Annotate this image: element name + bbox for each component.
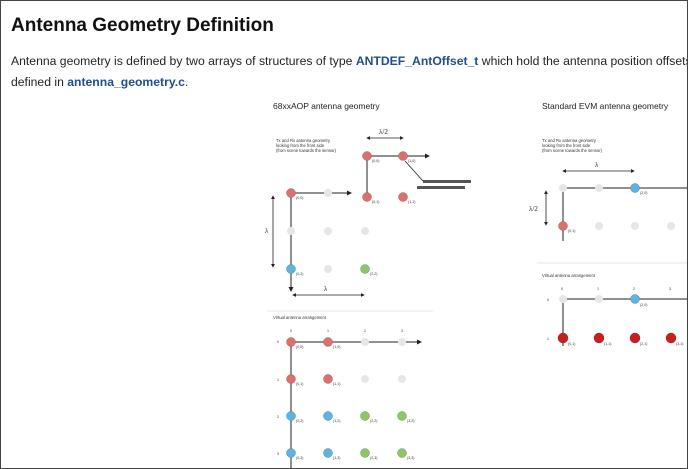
svg-text:(0,2): (0,2) xyxy=(296,419,303,423)
lambda-label: λ xyxy=(324,285,328,293)
chip-graphic xyxy=(423,180,471,183)
svg-text:(1,1): (1,1) xyxy=(408,200,415,204)
rx-antenna: (0,1) xyxy=(362,192,379,204)
virtual-arrangement-title: Virtual antenna arrangement xyxy=(542,273,596,278)
virtual-antenna: (0,3) xyxy=(286,448,303,460)
col-index: 3 xyxy=(669,287,671,291)
paragraph-text: . xyxy=(184,75,189,89)
virtual-antenna: (1,1) xyxy=(323,374,340,386)
virtual-antenna: (2,1) xyxy=(629,332,647,346)
virtual-antenna: (1,1) xyxy=(593,332,611,346)
virtual-antenna: (1,3) xyxy=(323,448,340,460)
svg-text:(2,2): (2,2) xyxy=(370,272,377,276)
row-index: 1 xyxy=(277,378,279,382)
virtual-antenna: (1,2) xyxy=(323,411,340,423)
virtual-antenna: (0,0) xyxy=(286,337,303,349)
caption-line: Tx and Rx antenna geometry xyxy=(542,138,597,143)
svg-text:(1,3): (1,3) xyxy=(333,456,340,460)
rx-antenna: (1,0) xyxy=(398,151,415,163)
rx-antenna: (1,1) xyxy=(398,192,415,204)
virtual-antenna: (0,1) xyxy=(557,332,575,346)
lambda-half-label: λ/2 xyxy=(529,205,538,213)
lambda-label: λ xyxy=(595,161,599,169)
svg-text:(1,0): (1,0) xyxy=(408,159,415,163)
row-index: 0 xyxy=(277,340,279,344)
col-index: 2 xyxy=(633,287,635,291)
caption-line: (from scene towards the sensor) xyxy=(276,148,337,153)
svg-text:(1,0): (1,0) xyxy=(333,345,340,349)
virtual-antenna: (3,3) xyxy=(397,448,414,460)
svg-text:(2,2): (2,2) xyxy=(370,419,377,423)
figure-68xx-aop: 68xxAOP antenna geometry Tx and Rx anten… xyxy=(265,101,471,468)
tx-antenna: (2,2) xyxy=(360,264,377,276)
svg-text:(2,1): (2,1) xyxy=(640,342,647,346)
row-index: 0 xyxy=(547,298,549,302)
intro-paragraph: Antenna geometry is defined by two array… xyxy=(11,51,687,93)
caption-line: looking from the front side xyxy=(542,143,591,148)
virtual-arrangement-title: Virtual antenna arrangement xyxy=(273,315,327,320)
svg-text:(2,3): (2,3) xyxy=(370,456,377,460)
col-index: 0 xyxy=(290,329,292,333)
source-file-code: antenna_geometry.c xyxy=(67,75,185,89)
struct-type-code: ANTDEF_AntOffset_t xyxy=(355,54,479,68)
svg-text:(0,1): (0,1) xyxy=(372,200,379,204)
virtual-antenna: (2,0) xyxy=(630,294,647,307)
paragraph-text: defined in xyxy=(11,75,68,89)
svg-text:(0,1): (0,1) xyxy=(568,342,575,346)
svg-text:(1,1): (1,1) xyxy=(604,342,611,346)
figure-title-right: Standard EVM antenna geometry xyxy=(542,101,669,111)
figure-title-left: 68xxAOP antenna geometry xyxy=(273,101,380,111)
caption-line: looking from the front side xyxy=(276,143,325,148)
caption-line: (from scene towards the sensor) xyxy=(542,148,603,153)
paragraph-text: which hold the antenna position offsets,… xyxy=(481,54,687,68)
paragraph-text: Antenna geometry is defined by two array… xyxy=(11,54,356,68)
svg-text:(3,1): (3,1) xyxy=(676,342,683,346)
virtual-antenna: (0,1) xyxy=(286,374,303,386)
lambda-label: λ xyxy=(265,227,269,235)
svg-text:(2,0): (2,0) xyxy=(640,191,647,195)
svg-text:(0,1): (0,1) xyxy=(296,382,303,386)
rx-antenna: (2,0) xyxy=(630,183,647,195)
virtual-antenna: (3,2) xyxy=(397,411,414,423)
row-index: 3 xyxy=(277,452,279,456)
tx-antenna: (0,0) xyxy=(286,188,303,200)
col-index: 2 xyxy=(364,329,366,333)
virtual-antenna: (0,2) xyxy=(286,411,303,423)
row-index: 1 xyxy=(547,337,549,341)
rx-antenna: (0,0) xyxy=(362,151,379,163)
row-index: 2 xyxy=(277,415,279,419)
virtual-antenna: (3,1) xyxy=(665,332,683,346)
col-index: 1 xyxy=(597,287,599,291)
svg-text:(2,0): (2,0) xyxy=(640,303,647,307)
svg-text:(0,3): (0,3) xyxy=(296,456,303,460)
svg-text:(3,2): (3,2) xyxy=(407,419,414,423)
col-index: 3 xyxy=(401,329,403,333)
page-title: Antenna Geometry Definition xyxy=(11,15,274,36)
tx-antenna: (0,2) xyxy=(286,264,303,276)
virtual-antenna: (2,3) xyxy=(360,448,377,460)
svg-text:(1,2): (1,2) xyxy=(333,419,340,423)
svg-text:(0,0): (0,0) xyxy=(296,196,303,200)
col-index: 0 xyxy=(561,287,563,291)
svg-text:(0,0): (0,0) xyxy=(296,345,303,349)
svg-text:(0,1): (0,1) xyxy=(568,229,575,233)
svg-text:(0,0): (0,0) xyxy=(372,159,379,163)
virtual-antenna: (1,0) xyxy=(323,337,340,349)
caption-line: Tx and Rx antenna geometry xyxy=(276,138,331,143)
svg-text:(3,3): (3,3) xyxy=(407,456,414,460)
tx-antenna: (0,1) xyxy=(558,221,575,233)
lambda-half-label: λ/2 xyxy=(379,128,388,136)
svg-text:(1,1): (1,1) xyxy=(333,382,340,386)
svg-text:(0,2): (0,2) xyxy=(296,272,303,276)
col-index: 1 xyxy=(327,329,329,333)
figure-standard-evm: Standard EVM antenna geometry Tx and Rx … xyxy=(529,101,687,346)
virtual-antenna: (2,2) xyxy=(360,411,377,423)
